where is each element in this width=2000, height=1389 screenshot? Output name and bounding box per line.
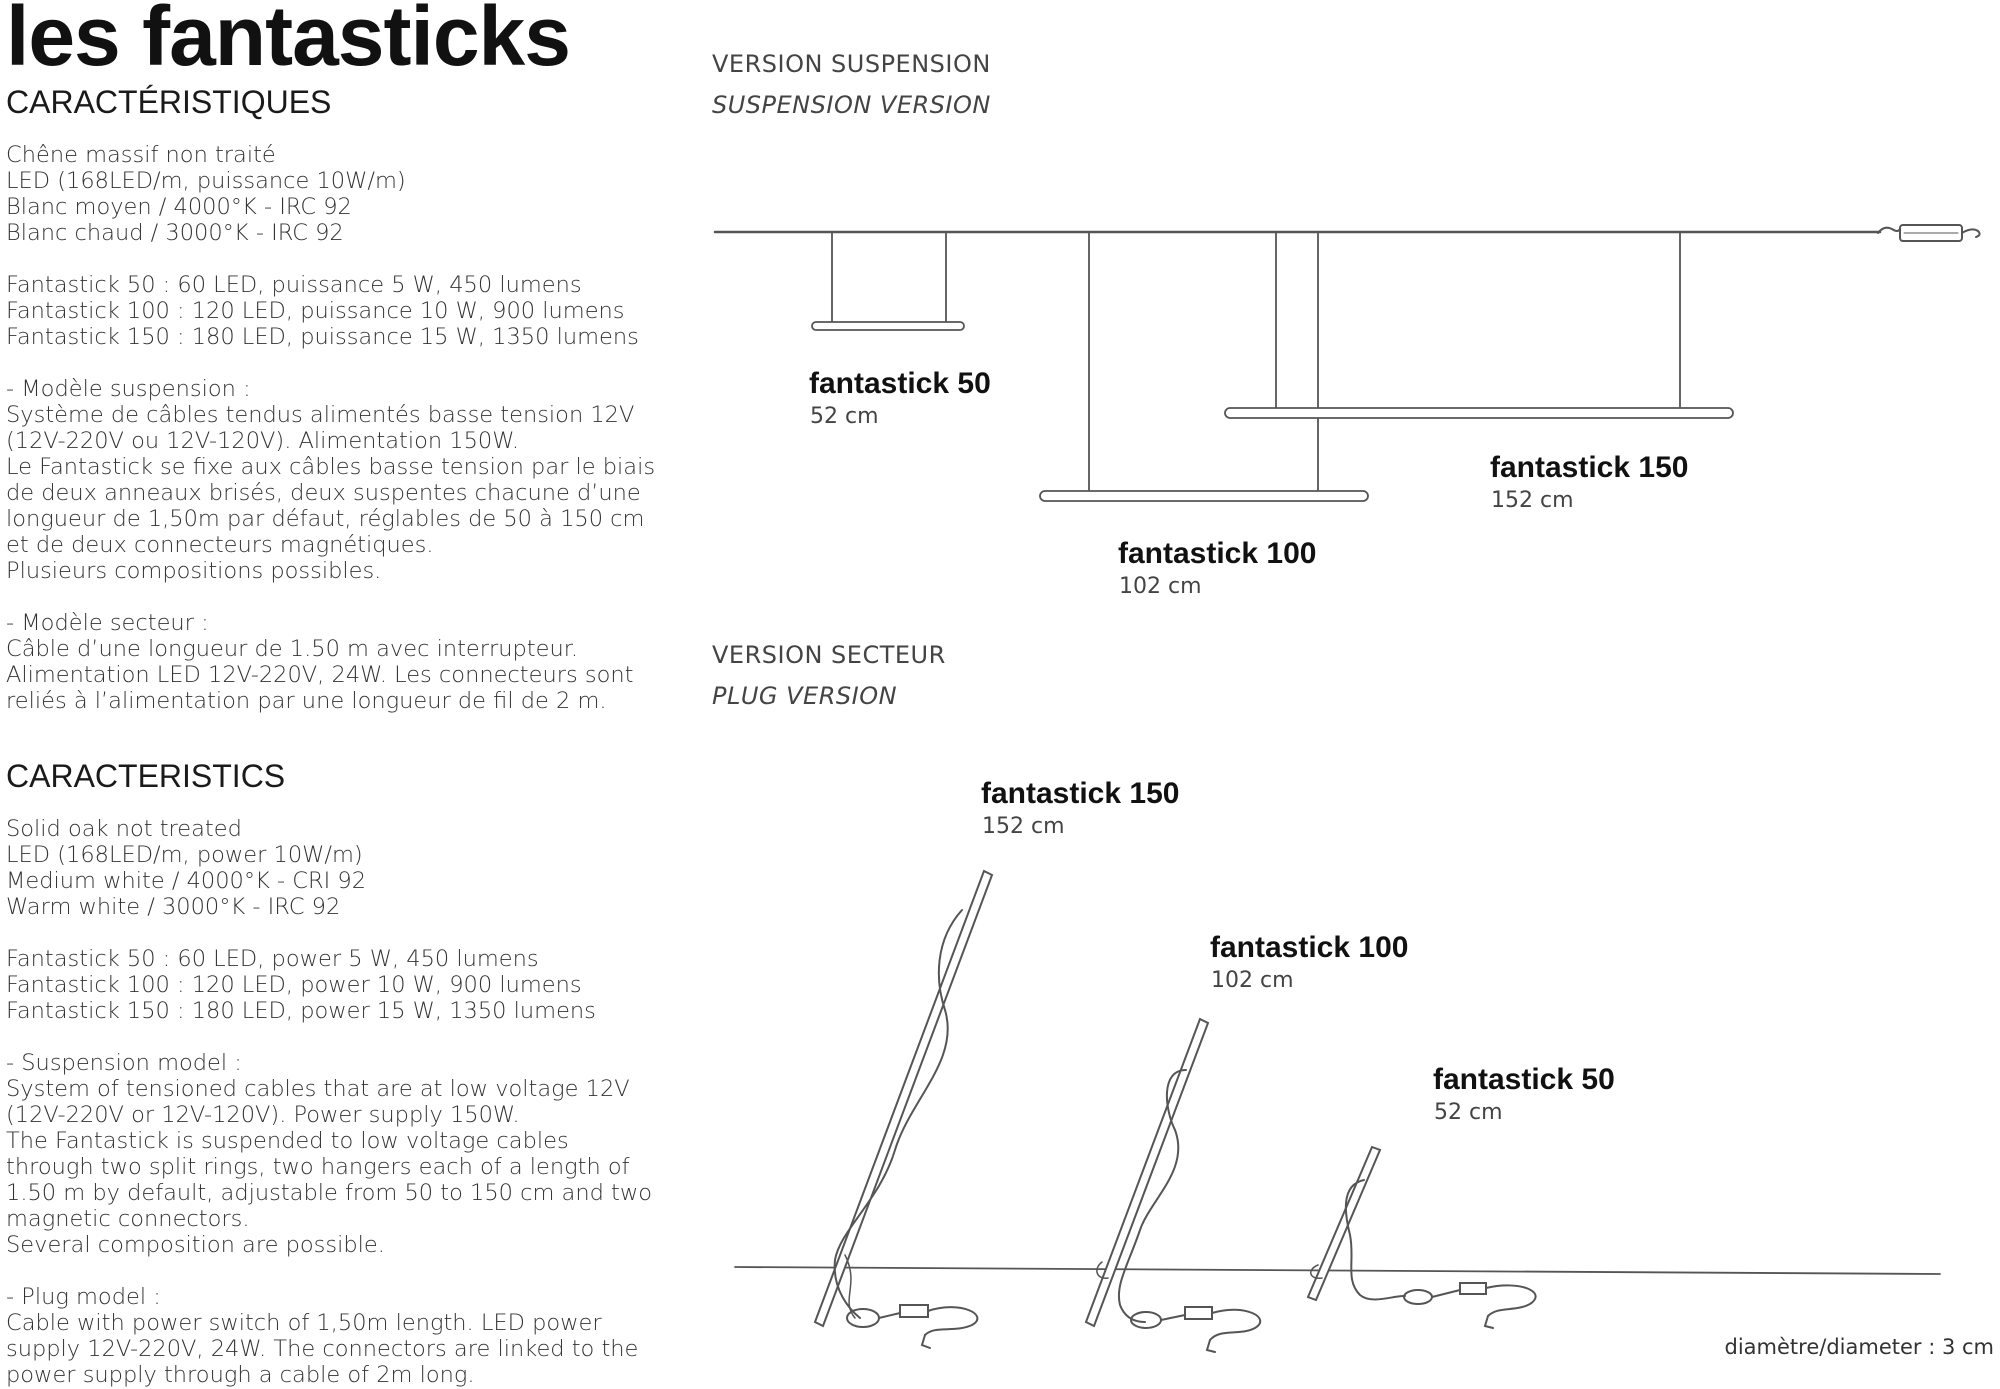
text-line: Several composition are possible. [6,1232,385,1258]
fr-heading: CARACTÉRISTIQUES [6,84,332,120]
text-line: Blanc moyen / 4000°K - IRC 92 [6,194,352,220]
text-line: Fantastick 100 : 120 LED, puissance 10 W… [6,298,625,324]
en-heading: CARACTERISTICS [6,758,286,794]
text-line: Fantastick 100 : 120 LED, power 10 W, 90… [6,972,582,998]
plug-fantastick-50-name: fantastick 50 [1433,1063,1615,1096]
suspension-label-en: SUSPENSION VERSION [712,91,991,119]
text-line: Cable with power switch of 1,50m length.… [6,1310,602,1336]
text-line: supply 12V-220V, 24W. The connectors are… [6,1336,639,1362]
suspension-fantastick-100 [1039,231,1369,502]
transformer-icon [1877,224,1981,242]
page-title: les fantasticks [6,0,571,83]
plug-fantastick-150 [813,869,994,1349]
text-line: power supply through a cable of 2m long. [6,1362,475,1388]
suspension-fantastick-150-name: fantastick 150 [1490,451,1689,484]
text-line: Fantastick 150 : 180 LED, power 15 W, 13… [6,998,596,1024]
diameter-note: diamètre/diameter : 3 cm [1724,1335,1994,1359]
text-line: 1.50 m by default, adjustable from 50 to… [6,1180,653,1206]
text-line: Plusieurs compositions possibles. [6,558,382,584]
text-line: - Plug model : [6,1284,161,1310]
suspension-fantastick-100-size: 102 cm [1119,574,1202,599]
text-line: Le Fantastick se fixe aux câbles basse t… [6,454,656,480]
text-line: LED (168LED/m, power 10W/m) [6,842,363,868]
plug-fantastick-50-size: 52 cm [1434,1100,1503,1125]
text-line: Fantastick 50 : 60 LED, power 5 W, 450 l… [6,946,539,972]
text-line: The Fantastick is suspended to low volta… [6,1128,569,1154]
text-line: Fantastick 50 : 60 LED, puissance 5 W, 4… [6,272,582,298]
text-line: Chêne massif non traité [6,142,276,168]
text-line: (12V-220V or 12V-120V). Power supply 150… [6,1102,520,1128]
text-line: Medium white / 4000°K - CRI 92 [6,868,367,894]
text-line: - Modèle suspension : [6,376,251,402]
text-line: Solid oak not treated [6,816,242,842]
suspension-fantastick-100-name: fantastick 100 [1118,537,1317,570]
text-line: - Modèle secteur : [6,610,209,636]
suspension-fantastick-50 [811,231,965,331]
suspension-fantastick-150 [1224,231,1734,419]
text-line: de deux anneaux brisés, deux suspentes c… [6,480,641,506]
text-line: Système de câbles tendus alimentés basse… [6,402,635,428]
text-line: System of tensioned cables that are at l… [6,1076,630,1102]
text-line: Fantastick 150 : 180 LED, puissance 15 W… [6,324,639,350]
text-line: LED (168LED/m, puissance 10W/m) [6,168,406,194]
plug-fantastick-100 [1084,1017,1262,1353]
plug-fantastick-50 [1306,1145,1537,1329]
text-line: et de deux connecteurs magnétiques. [6,532,434,558]
text-line: (12V-220V ou 12V-120V). Alimentation 150… [6,428,520,454]
plug-label-fr: VERSION SECTEUR [712,641,946,669]
suspension-fantastick-50-name: fantastick 50 [809,367,991,400]
plug-fantastick-150-name: fantastick 150 [981,777,1180,810]
text-line: Alimentation LED 12V-220V, 24W. Les conn… [6,662,634,688]
suspension-fantastick-50-size: 52 cm [810,404,879,429]
text-line: through two split rings, two hangers eac… [6,1154,630,1180]
ground-line [734,1266,1941,1275]
suspension-fantastick-150-size: 152 cm [1491,488,1574,513]
plug-fantastick-100-name: fantastick 100 [1210,931,1409,964]
text-line: magnetic connectors. [6,1206,250,1232]
plug-fantastick-150-size: 152 cm [982,814,1065,839]
plug-label-en: PLUG VERSION [712,682,898,710]
plug-fantastick-100-size: 102 cm [1211,968,1294,993]
text-line: longueur de 1,50m par défaut, réglables … [6,506,645,532]
text-line: reliés à l’alimentation par une longueur… [6,688,607,714]
suspension-label-fr: VERSION SUSPENSION [712,50,991,78]
text-line: - Suspension model : [6,1050,242,1076]
text-line: Warm white / 3000°K - IRC 92 [6,894,341,920]
text-line: Blanc chaud / 3000°K - IRC 92 [6,220,344,246]
text-line: Câble d’une longueur de 1.50 m avec inte… [6,636,579,662]
